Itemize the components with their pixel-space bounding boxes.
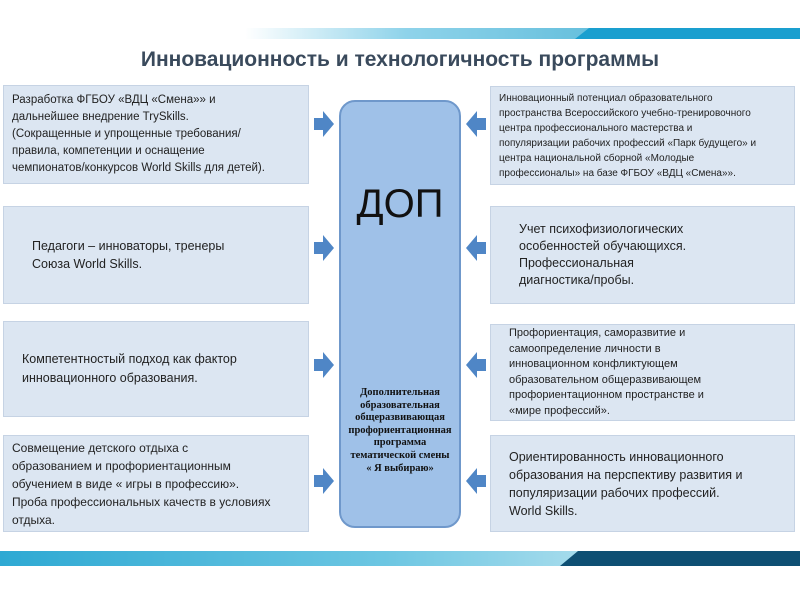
right-box-1-text: Инновационный потенциал образовательного… <box>499 92 757 179</box>
left-box-4-text: Совмещение детского отдыха с образование… <box>12 440 271 527</box>
center-dop-block: ДОП Дополнительная образовательная общер… <box>339 100 461 528</box>
arrow-right-icon <box>314 352 334 378</box>
right-box-1: Инновационный потенциал образовательного… <box>490 86 795 185</box>
arrow-left-icon <box>466 111 486 137</box>
arrow-left-icon <box>466 235 486 261</box>
left-box-3-text: Компетентностый подход как фактор иннова… <box>22 352 237 385</box>
left-box-2: Педагоги – инноваторы, тренеры Союза Wor… <box>3 206 309 304</box>
top-decorative-stripe <box>245 28 800 39</box>
page-title: Инновационность и технологичность програ… <box>140 48 660 71</box>
arrow-right-icon <box>314 468 334 494</box>
left-box-3: Компетентностый подход как фактор иннова… <box>3 321 309 417</box>
left-box-4: Совмещение детского отдыха с образование… <box>3 435 309 532</box>
left-box-1: Разработка ФГБОУ «ВДЦ «Смена»» и дальней… <box>3 85 309 184</box>
right-box-4: Ориентированность инновационного образов… <box>490 435 795 532</box>
right-box-3-text: Профориентация, саморазвитие и самоопред… <box>509 327 704 417</box>
left-box-2-text: Педагоги – инноваторы, тренеры Союза Wor… <box>32 239 225 271</box>
right-box-4-text: Ориентированность инновационного образов… <box>509 449 743 518</box>
bottom-decorative-stripe <box>0 551 800 566</box>
center-description: Дополнительная образовательная общеразви… <box>348 387 452 474</box>
arrow-right-icon <box>314 235 334 261</box>
right-box-2: Учет психофизиологических особенностей о… <box>490 206 795 304</box>
arrow-left-icon <box>466 352 486 378</box>
center-title: ДОП <box>356 182 444 226</box>
right-box-3: Профориентация, саморазвитие и самоопред… <box>490 324 795 421</box>
right-box-2-text: Учет психофизиологических особенностей о… <box>519 222 687 287</box>
left-box-1-text: Разработка ФГБОУ «ВДЦ «Смена»» и дальней… <box>12 94 265 174</box>
arrow-left-icon <box>466 468 486 494</box>
arrow-right-icon <box>314 111 334 137</box>
